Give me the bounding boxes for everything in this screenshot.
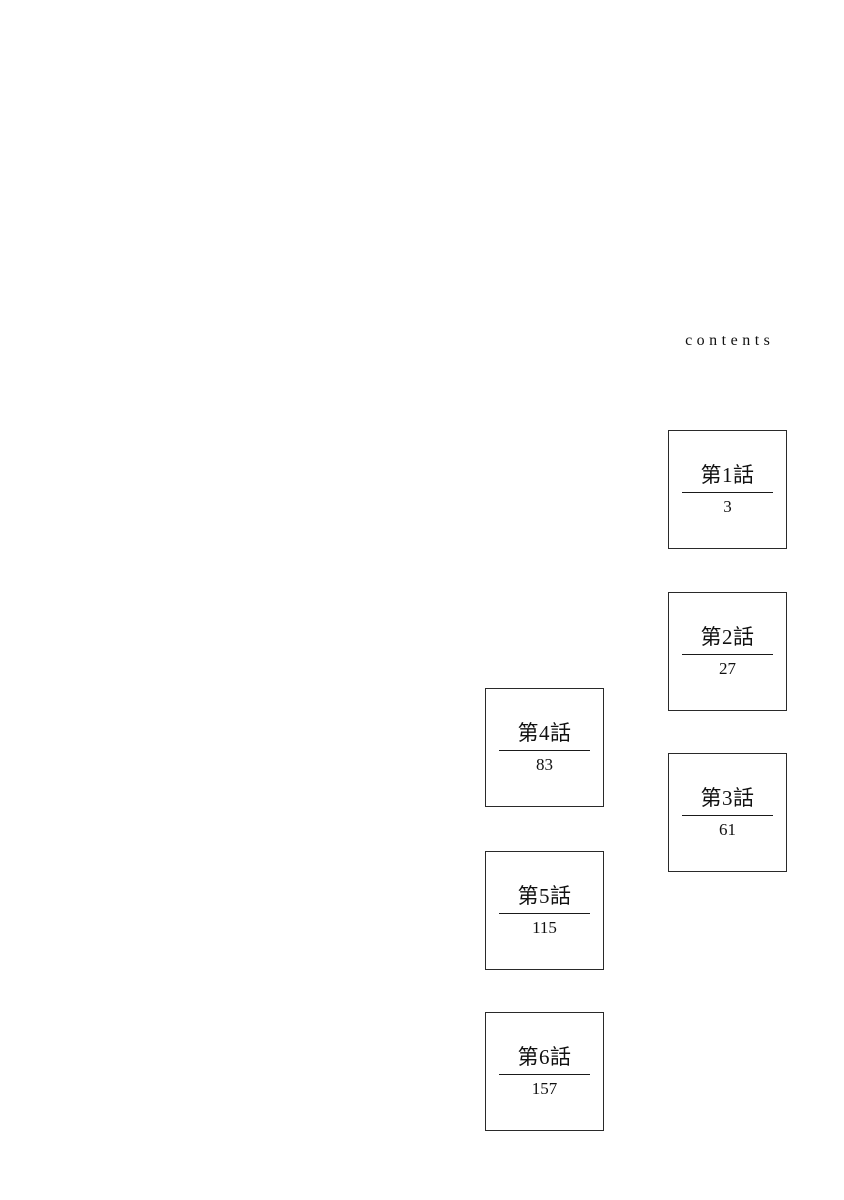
divider xyxy=(499,749,590,751)
chapter-entry-6[interactable]: 第6話 157 xyxy=(485,1012,604,1131)
divider xyxy=(499,1073,590,1075)
chapter-page-number: 115 xyxy=(532,917,557,937)
chapter-title: 第3話 xyxy=(700,785,755,810)
chapter-title: 第6話 xyxy=(517,1044,572,1069)
chapter-title: 第5話 xyxy=(517,883,572,908)
chapter-entry-3[interactable]: 第3話 61 xyxy=(668,753,787,872)
chapter-page-number: 61 xyxy=(719,819,736,839)
divider xyxy=(682,814,773,816)
chapter-page-number: 83 xyxy=(536,754,553,774)
chapter-entry-1[interactable]: 第1話 3 xyxy=(668,430,787,549)
chapter-page-number: 157 xyxy=(531,1078,558,1098)
divider xyxy=(682,491,773,493)
chapter-title: 第1話 xyxy=(700,462,755,487)
chapter-entry-2[interactable]: 第2話 27 xyxy=(668,592,787,711)
chapter-page-number: 3 xyxy=(723,496,732,516)
chapter-entry-4[interactable]: 第4話 83 xyxy=(485,688,604,807)
chapter-page-number: 27 xyxy=(719,658,736,678)
divider xyxy=(682,653,773,655)
chapter-entry-5[interactable]: 第5話 115 xyxy=(485,851,604,970)
divider xyxy=(499,912,590,914)
chapter-title: 第2話 xyxy=(700,624,755,649)
page-title: contents xyxy=(685,332,775,349)
chapter-title: 第4話 xyxy=(517,720,572,745)
